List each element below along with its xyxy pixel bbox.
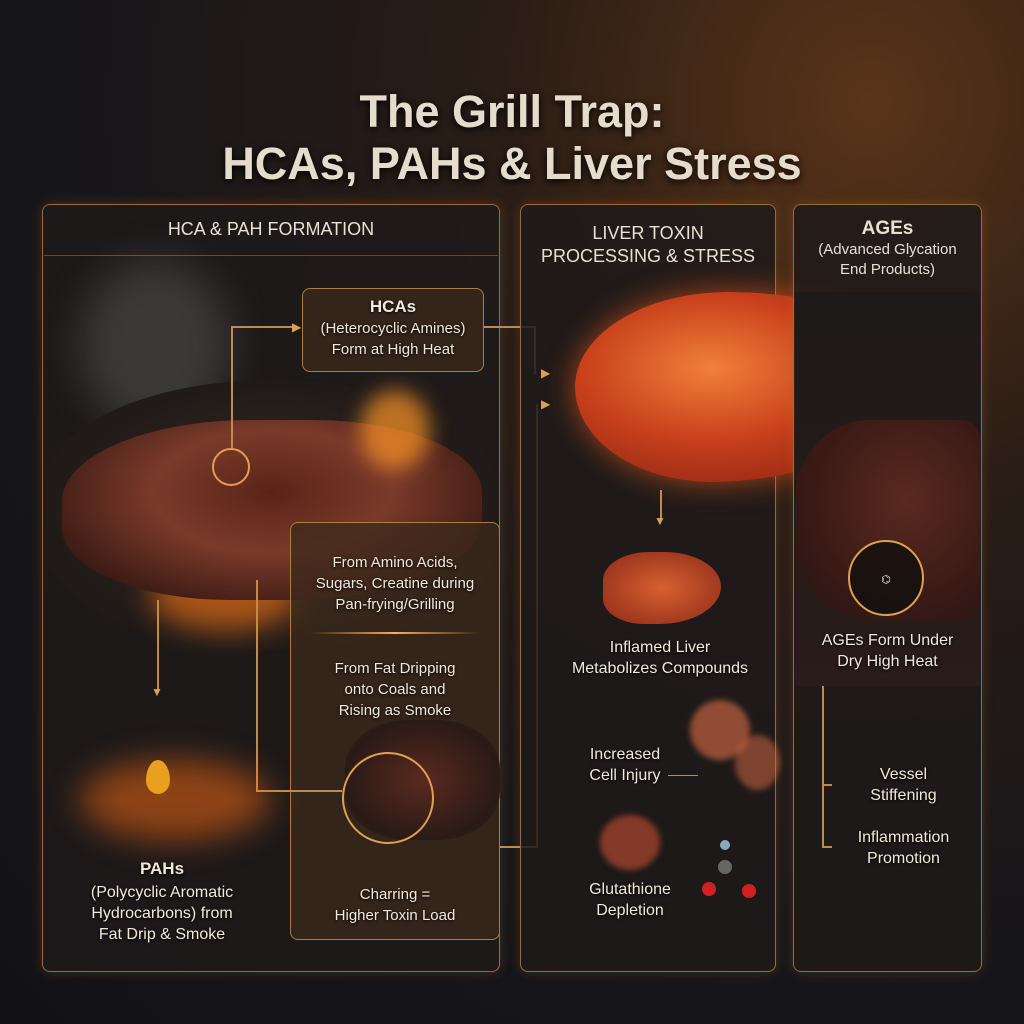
text-line: Increased <box>589 746 661 763</box>
text-line: Dry High Heat <box>837 653 938 670</box>
coals-fire-image <box>80 760 270 840</box>
text-line: From Fat Dripping <box>334 660 456 677</box>
inflammation-text: Inflammation Promotion <box>836 827 971 869</box>
text-line: Hydrocarbons) from <box>91 905 233 922</box>
pahs-text: (Polycyclic Aromatic Hydrocarbons) from … <box>42 882 282 945</box>
connector-line <box>822 784 832 786</box>
divider <box>44 255 498 256</box>
molecule-icon <box>700 840 760 900</box>
hcas-box <box>302 288 484 372</box>
connector-line <box>660 490 662 520</box>
text-line: Metabolizes Compounds <box>571 660 749 677</box>
chemical-structure-icon: ⌬ <box>848 540 924 616</box>
formation-header: HCA & PAH FORMATION <box>167 219 375 239</box>
ages-title: AGEs <box>861 218 914 239</box>
text-line: Pan-frying/Grilling <box>335 596 455 613</box>
cell-image <box>735 735 780 790</box>
connector-line <box>231 326 297 328</box>
connector-line <box>256 580 258 790</box>
injury-text: Increased Cell Injury <box>570 744 680 786</box>
connector-line <box>822 686 824 848</box>
divider <box>310 632 480 634</box>
text-line: Sugars, Creatine during <box>315 575 475 592</box>
inflamed-liver-image <box>603 552 721 624</box>
connector-line <box>484 326 534 328</box>
arrow-down-icon: ▼ <box>654 514 666 528</box>
fat-text: From Fat Dripping onto Coals and Rising … <box>290 658 500 721</box>
fat-drop-icon <box>146 760 170 794</box>
text-line: Inflamed Liver <box>609 639 711 656</box>
text-line: Higher Toxin Load <box>334 907 456 924</box>
text-line: Promotion <box>867 850 940 867</box>
text-line: Inflammation <box>857 829 950 846</box>
glutathione-text: Glutathione Depletion <box>560 879 700 921</box>
text-line: onto Coals and <box>344 681 446 698</box>
connector-line <box>231 326 233 448</box>
text-line: Depletion <box>596 902 664 919</box>
arrow-right-icon: ▶ <box>541 397 551 411</box>
title-line-2: HCAs, PAHs & Liver Stress <box>222 138 802 189</box>
inflamed-text: Inflamed Liver Metabolizes Compounds <box>520 637 800 679</box>
text-line: From Amino Acids, <box>332 554 458 571</box>
liver-header-1: LIVER TOXIN <box>592 223 704 243</box>
text-line: Rising as Smoke <box>338 702 452 719</box>
text-line: Vessel <box>879 766 928 783</box>
connector-line <box>822 846 832 848</box>
connector-line <box>157 600 159 690</box>
connector-line <box>668 775 698 776</box>
text-line: Fat Drip & Smoke <box>98 926 226 943</box>
connector-line <box>256 790 342 792</box>
text-line: Stiffening <box>870 787 937 804</box>
cell-image <box>600 815 660 870</box>
pahs-title: PAHs <box>139 859 185 878</box>
ages-sub1: (Advanced Glycation <box>818 241 957 258</box>
vessel-text: Vessel Stiffening <box>836 764 971 806</box>
text-line: Cell Injury <box>589 767 661 784</box>
title-line-1: The Grill Trap: <box>359 86 665 137</box>
text-line: Glutathione <box>589 881 671 898</box>
ages-sub2: End Products) <box>839 261 936 278</box>
amino-text: From Amino Acids, Sugars, Creatine durin… <box>290 552 500 615</box>
arrow-right-icon: ▶ <box>541 366 551 380</box>
arrow-down-icon: ▼ <box>151 685 163 699</box>
ages-form-text: AGEs Form Under Dry High Heat <box>793 630 982 672</box>
arrow-right-icon: ▶ <box>292 320 302 334</box>
liver-header-2: PROCESSING & STRESS <box>540 246 756 266</box>
highlight-circle <box>212 448 250 486</box>
hcas-title: HCAs <box>369 297 417 316</box>
charring-text: Charring = Higher Toxin Load <box>290 884 500 926</box>
hcas-sub2: Form at High Heat <box>331 341 455 358</box>
highlight-circle <box>342 752 434 844</box>
hcas-sub1: (Heterocyclic Amines) <box>320 320 466 337</box>
text-line: AGEs Form Under <box>821 632 954 649</box>
text-line: Charring = <box>359 886 431 903</box>
connector-line <box>500 846 536 848</box>
text-line: (Polycyclic Aromatic <box>90 884 234 901</box>
flame-image <box>360 390 430 470</box>
